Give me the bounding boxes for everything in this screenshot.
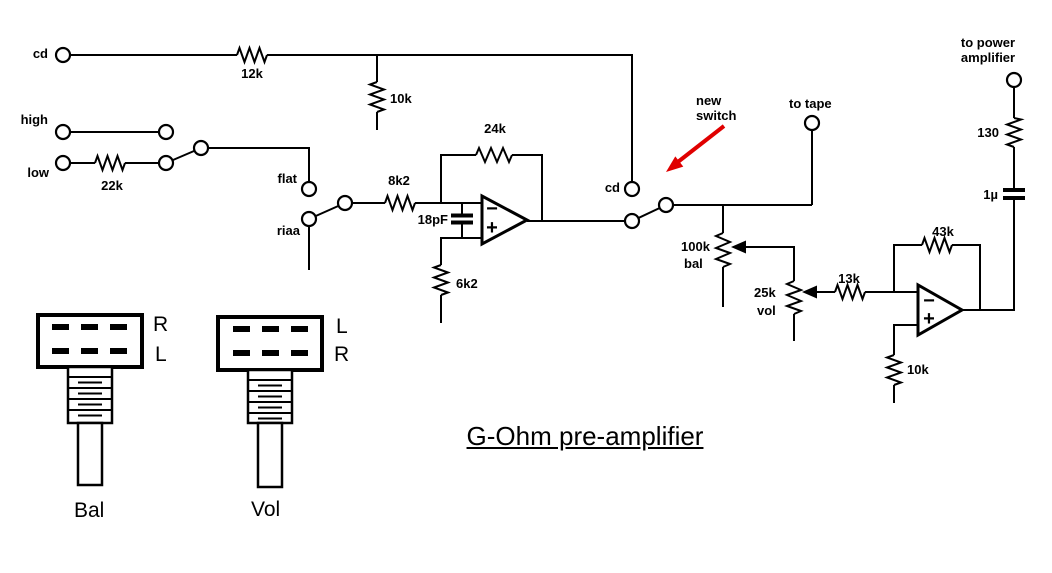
pot-drawing-vol — [216, 315, 324, 489]
resistor-10k-cd-branch — [367, 55, 387, 130]
label-to-power-2: amplifier — [960, 50, 1016, 65]
opamp2-feedback — [893, 235, 981, 310]
resistor-24k — [475, 145, 513, 165]
label-10k-cd: 10k — [390, 91, 412, 106]
label-1u: 1µ — [983, 187, 998, 202]
resistor-43k — [921, 235, 953, 255]
output-network — [962, 71, 1025, 311]
potentiometer-25k-vol — [784, 280, 835, 341]
pot-bal-channel-top: R — [153, 313, 169, 336]
capacitor-18pf-plate — [451, 213, 473, 218]
label-100k-bal: bal — [684, 256, 703, 271]
resistor-130 — [1004, 117, 1025, 148]
label-43k: 43k — [932, 224, 954, 239]
opamp2-minus-sign: − — [923, 290, 935, 312]
opamp1-minus-sign: − — [486, 198, 498, 220]
flat-riaa-switch — [300, 180, 385, 270]
label-riaa: riaa — [276, 223, 300, 238]
terminal-flat — [300, 180, 318, 198]
label-cd-input: cd — [32, 46, 48, 61]
new-switch — [623, 55, 812, 230]
resistor-12k — [236, 45, 268, 65]
pot-100k-wiper-arrow — [731, 240, 746, 254]
diagram-title: G-Ohm pre-amplifier — [466, 421, 704, 451]
opamp1-triangle — [480, 193, 531, 247]
label-6k2: 6k2 — [456, 276, 478, 291]
label-flat: flat — [277, 171, 298, 186]
terminal-cd-switch — [623, 180, 641, 198]
label-24k: 24k — [484, 121, 506, 136]
resistor-10k-opamp2 — [884, 354, 904, 386]
red-arrow-head — [666, 156, 684, 172]
terminal-high-input — [54, 123, 72, 141]
opamp1-plus-sign: + — [486, 217, 498, 239]
opamp1 — [480, 193, 531, 247]
pot-bal-name: Bal — [74, 499, 105, 522]
new-switch-annotation-arrow — [666, 124, 726, 172]
label-10k-opamp2: 10k — [907, 362, 929, 377]
terminal-low-contact — [157, 154, 175, 172]
pot-vol-channel-top: L — [336, 315, 348, 338]
resistor-13k — [834, 282, 866, 302]
label-to-tape: to tape — [789, 96, 832, 111]
terminal-high-low-pivot — [192, 139, 210, 157]
opamp1-input-network — [384, 193, 482, 323]
label-low: low — [27, 165, 49, 180]
label-8k2: 8k2 — [388, 173, 410, 188]
label-130: 130 — [977, 125, 999, 140]
label-12k: 12k — [241, 66, 263, 81]
label-25k-vol: vol — [757, 303, 776, 318]
terminal-to-tape — [803, 114, 821, 132]
terminal-to-power — [1005, 71, 1023, 89]
opamp2-input-network — [834, 282, 918, 403]
pot-drawing-bal — [36, 313, 144, 487]
pot-25k-wiper-arrow — [802, 285, 817, 299]
label-18pf: 18pF — [417, 212, 448, 227]
resistor-8k2 — [384, 193, 416, 213]
pot-bal-shaft — [76, 421, 104, 487]
resistor-10k-cd — [367, 81, 387, 113]
terminal-low-input — [54, 154, 72, 172]
high-low-switch — [54, 123, 310, 189]
pot-100k-element — [713, 232, 733, 268]
opamp2-triangle — [916, 282, 966, 338]
pot-bal-channel-bottom: L — [155, 343, 167, 366]
terminal-phono-switch — [623, 212, 641, 230]
label-new-switch-1: new — [696, 93, 722, 108]
terminal-new-switch-pivot — [657, 196, 675, 214]
pot-vol-shaft — [256, 421, 284, 489]
label-high: high — [20, 112, 48, 127]
terminal-high-contact — [157, 123, 175, 141]
to-tape-branch — [803, 114, 821, 205]
opamp2 — [916, 282, 966, 338]
label-13k: 13k — [838, 271, 860, 286]
capacitor-1u-plate — [1003, 188, 1025, 192]
cd-input-line — [70, 45, 633, 182]
opamp1-feedback — [440, 145, 543, 221]
red-arrow-shaft — [672, 124, 726, 167]
resistor-22k — [94, 153, 126, 173]
label-to-power-1: to power — [960, 35, 1016, 50]
label-100k: 100k — [681, 239, 710, 254]
resistor-6k2 — [431, 264, 451, 296]
pot-25k-element — [784, 280, 804, 315]
pot-vol-body — [216, 315, 324, 372]
capacitor-1u-plate — [1003, 196, 1025, 200]
pot-vol-channel-bottom: R — [334, 343, 350, 366]
potentiometer-100k-bal — [713, 205, 795, 307]
label-new-switch-2: switch — [696, 108, 737, 123]
terminal-flat-riaa-pivot — [336, 194, 354, 212]
label-22k: 22k — [101, 178, 123, 193]
label-25k: 25k — [754, 285, 776, 300]
terminal-riaa — [300, 210, 318, 228]
pot-vol-name: Vol — [251, 498, 281, 521]
terminal-cd-input — [54, 46, 72, 64]
pot-bal-body — [36, 313, 144, 369]
capacitor-18pf-plate — [451, 220, 473, 225]
opamp2-plus-sign: + — [923, 308, 935, 330]
label-cd-switch: cd — [604, 180, 620, 195]
